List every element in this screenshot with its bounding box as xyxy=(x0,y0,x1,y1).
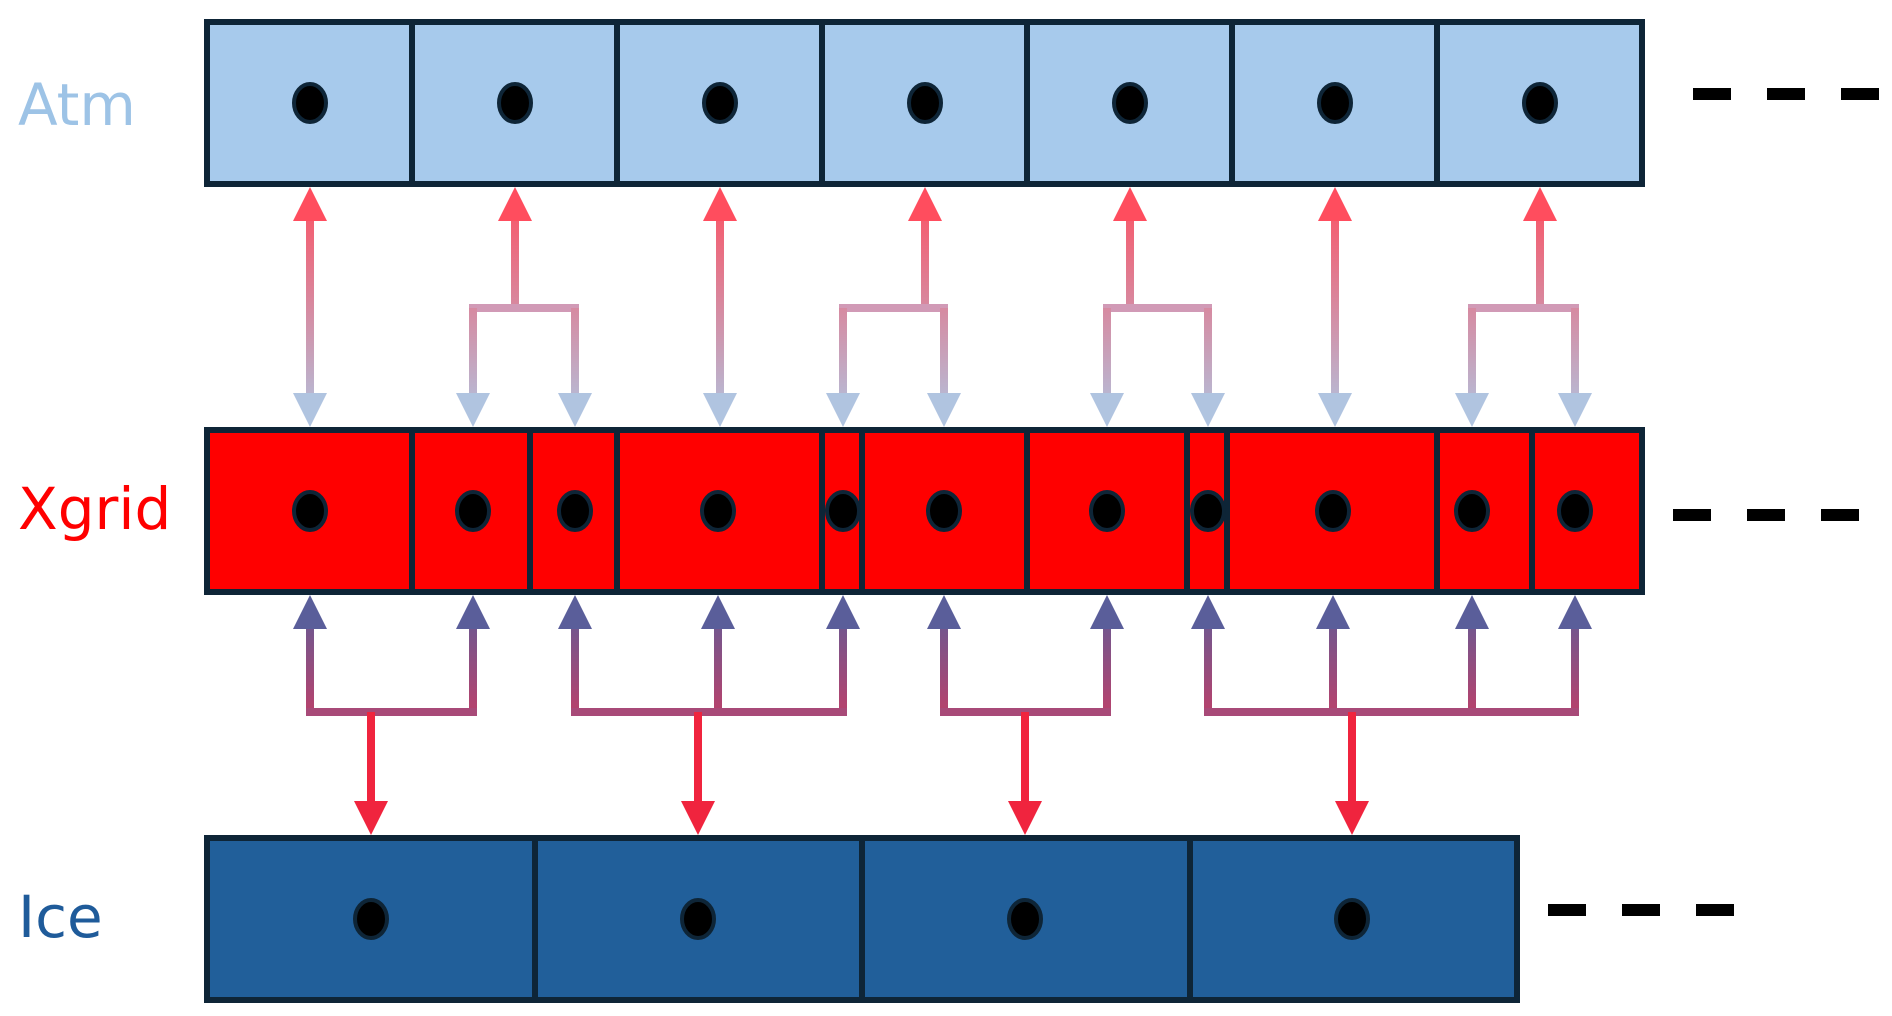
dash xyxy=(1767,88,1805,100)
xgrid-cell-center-dot xyxy=(1315,490,1351,532)
arrowhead-down xyxy=(354,801,388,835)
ice-row xyxy=(204,835,1520,1003)
dash xyxy=(1693,88,1731,100)
arrowhead-down xyxy=(456,393,490,427)
arrowhead-down xyxy=(927,393,961,427)
ice-cell xyxy=(859,835,1193,1003)
arrowhead-up xyxy=(558,595,592,629)
arrowhead-down xyxy=(1335,801,1369,835)
atm-cell-center-dot xyxy=(1522,82,1558,124)
atm-row xyxy=(204,19,1645,187)
xgrid-cell-center-dot xyxy=(1557,490,1593,532)
xgrid-cell-center-dot xyxy=(825,490,861,532)
dash xyxy=(1622,904,1660,916)
arrowhead-down xyxy=(1318,393,1352,427)
atm-cell-center-dot xyxy=(497,82,533,124)
arrowhead-down xyxy=(293,393,327,427)
atm-cell-center-dot xyxy=(702,82,738,124)
dash xyxy=(1696,904,1734,916)
arrowhead-up xyxy=(701,595,735,629)
ice-continuation-dashes xyxy=(1548,904,1734,916)
arrowhead-down xyxy=(558,393,592,427)
arrowhead-up xyxy=(1558,595,1592,629)
arrowhead-up xyxy=(1455,595,1489,629)
arrowhead-up xyxy=(1113,187,1147,221)
arrowhead-down xyxy=(826,393,860,427)
dash xyxy=(1747,509,1785,521)
arrowhead-down xyxy=(681,801,715,835)
atm-cell-center-dot xyxy=(907,82,943,124)
arrowhead-down xyxy=(703,393,737,427)
ice-cell-center-dot xyxy=(1334,898,1370,940)
atm-cell xyxy=(1024,19,1235,187)
arrowhead-down xyxy=(1090,393,1124,427)
ice-cell-center-dot xyxy=(1007,898,1043,940)
ice-cell-center-dot xyxy=(680,898,716,940)
xgrid-row-label: Xgrid xyxy=(18,475,172,543)
arrowhead-up xyxy=(293,187,327,221)
xgrid-cell-center-dot xyxy=(455,490,491,532)
dash xyxy=(1548,904,1586,916)
atm-continuation-dashes xyxy=(1693,88,1879,100)
xgrid-row xyxy=(204,427,1645,595)
atm-cell-center-dot xyxy=(1317,82,1353,124)
arrowhead-up xyxy=(293,595,327,629)
arrowhead-down xyxy=(1455,393,1489,427)
xgrid-cell-center-dot xyxy=(926,490,962,532)
arrowhead-up xyxy=(1318,187,1352,221)
atm-cell-center-dot xyxy=(1112,82,1148,124)
xgrid-cell-center-dot xyxy=(700,490,736,532)
arrowhead-up xyxy=(826,595,860,629)
arrowhead-up xyxy=(1191,595,1225,629)
xgrid-cell-center-dot xyxy=(292,490,328,532)
arrowhead-down xyxy=(1191,393,1225,427)
xgrid-cell xyxy=(1434,427,1535,595)
arrowhead-up xyxy=(456,595,490,629)
ice-cell-center-dot xyxy=(353,898,389,940)
arrowhead-down xyxy=(1558,393,1592,427)
arrowhead-up xyxy=(1090,595,1124,629)
xgrid-continuation-dashes xyxy=(1673,509,1859,521)
dash xyxy=(1841,88,1879,100)
atm-row-label: Atm xyxy=(18,71,136,139)
arrowhead-up xyxy=(1316,595,1350,629)
arrowhead-up xyxy=(703,187,737,221)
arrowhead-up xyxy=(498,187,532,221)
arrowhead-up xyxy=(927,595,961,629)
xgrid-cell-center-dot xyxy=(557,490,593,532)
xgrid-cell-center-dot xyxy=(1190,490,1226,532)
dash xyxy=(1821,509,1859,521)
xgrid-cell-center-dot xyxy=(1454,490,1490,532)
arrowhead-up xyxy=(1523,187,1557,221)
xgrid-cell-center-dot xyxy=(1089,490,1125,532)
arrowhead-down xyxy=(1008,801,1042,835)
dash xyxy=(1673,509,1711,521)
arrowhead-up xyxy=(908,187,942,221)
ice-row-label: Ice xyxy=(18,883,103,951)
atm-cell-center-dot xyxy=(292,82,328,124)
